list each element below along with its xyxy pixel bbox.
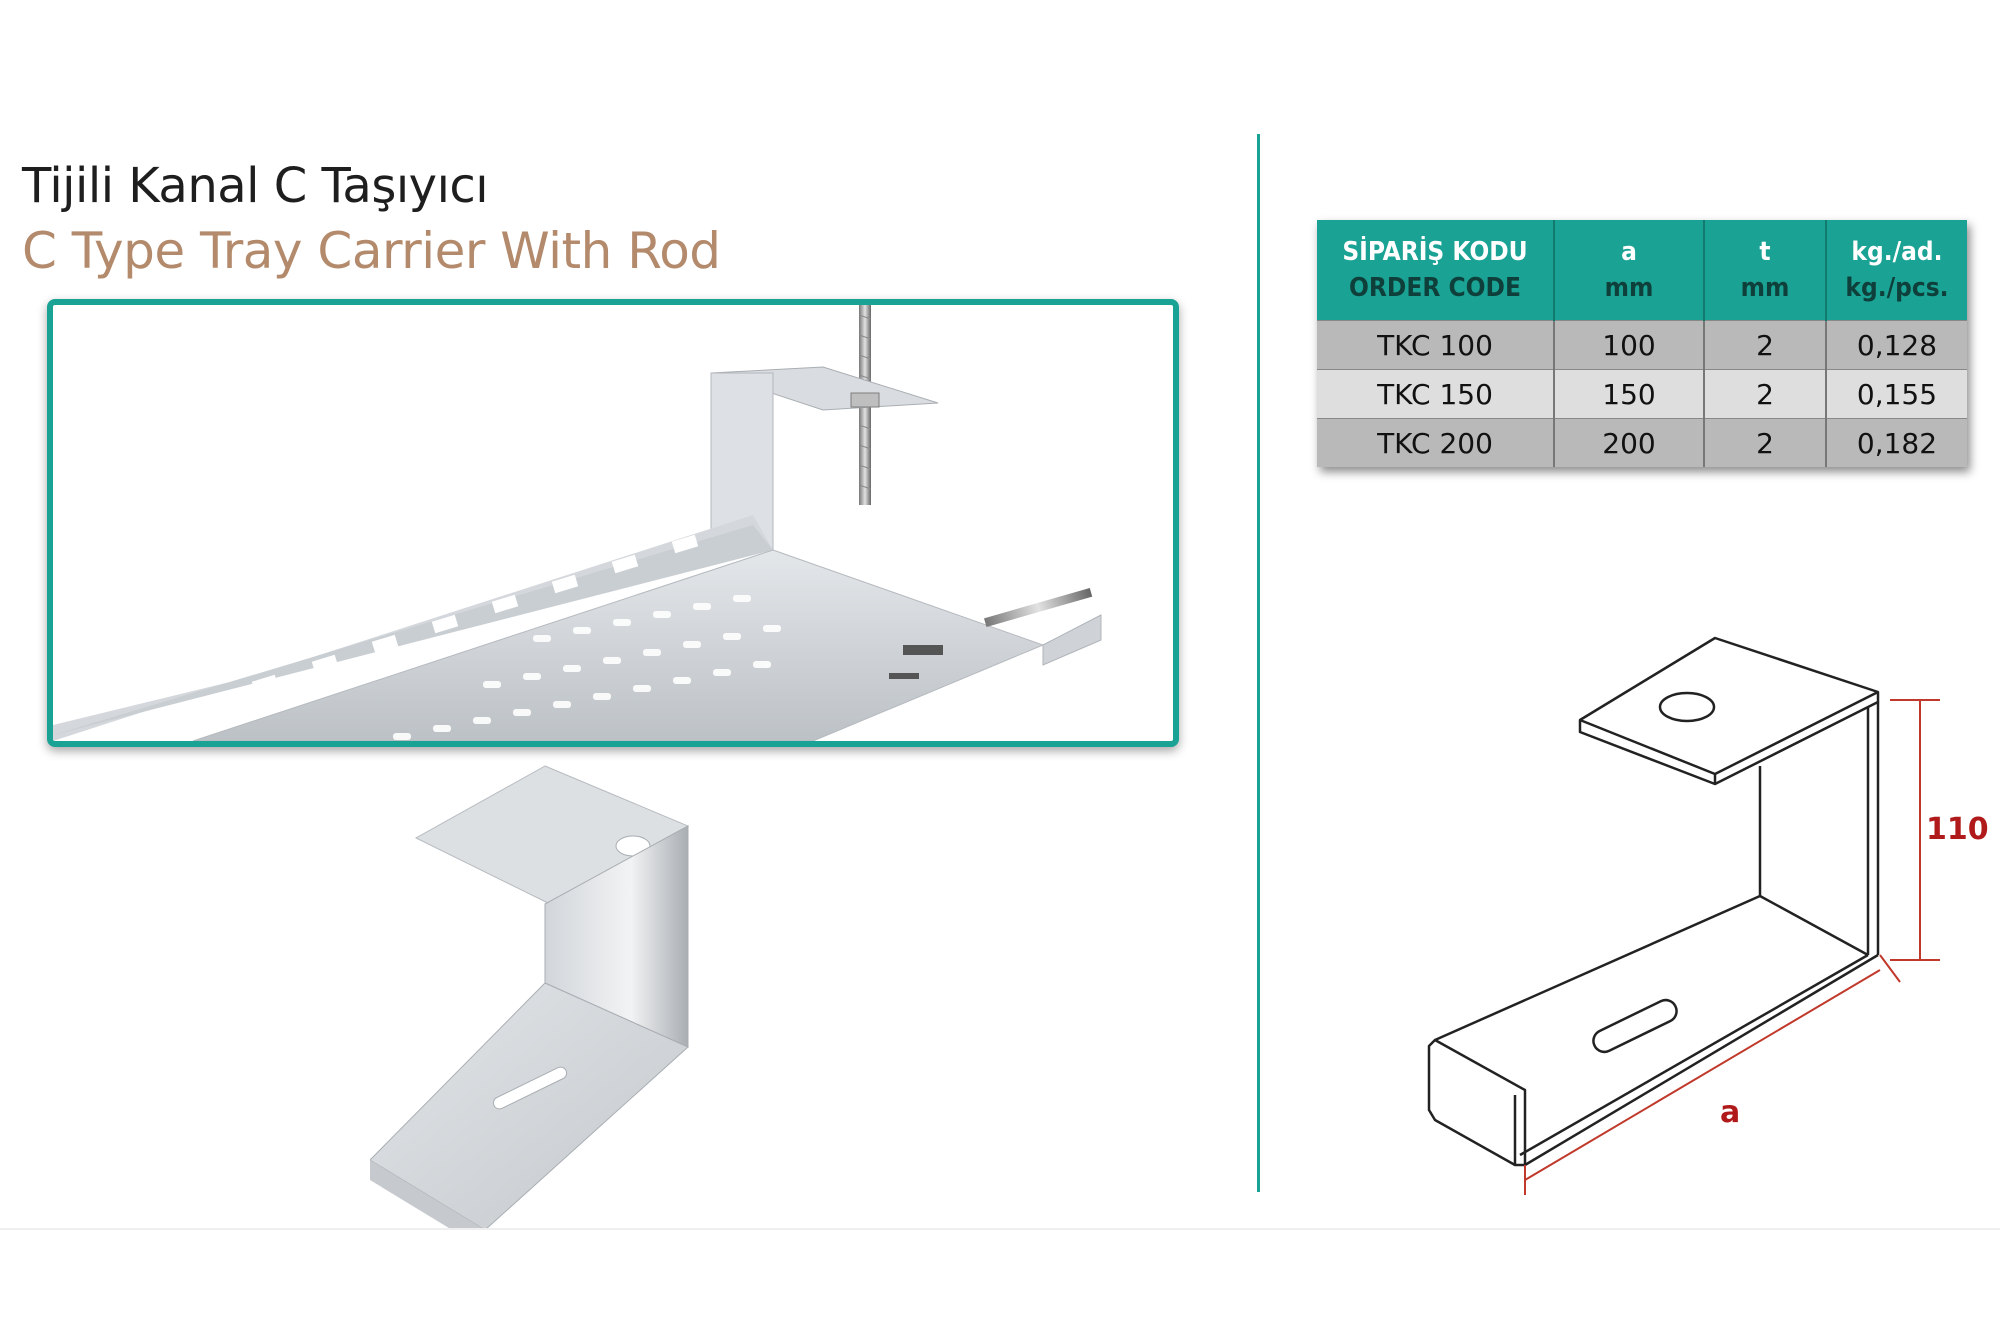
cell-order-code: TKC 200 [1317, 418, 1555, 467]
table-row: TKC 100 100 2 0,128 [1317, 320, 1967, 370]
column-header-a: a mm [1554, 220, 1705, 321]
column-header-t: t mm [1704, 220, 1827, 321]
cell-t: 2 [1704, 369, 1827, 419]
table-row: TKC 150 150 2 0,155 [1317, 369, 1967, 419]
page-title-turkish: Tijili Kanal C Taşıyıcı [22, 158, 489, 214]
table-header-row: SİPARİŞ KODU ORDER CODE a mm t mm kg./ad… [1317, 220, 1967, 321]
spec-table: SİPARİŞ KODU ORDER CODE a mm t mm kg./ad… [1317, 220, 1967, 467]
cell-weight: 0,128 [1826, 320, 1967, 370]
section-divider [1257, 134, 1260, 1192]
cell-weight: 0,182 [1826, 418, 1967, 467]
page-title-english: C Type Tray Carrier With Rod [22, 222, 721, 280]
cell-a: 100 [1554, 320, 1705, 370]
table-row: TKC 200 200 2 0,182 [1317, 418, 1967, 467]
column-header-order-code: SİPARİŞ KODU ORDER CODE [1317, 220, 1555, 321]
dimension-length-label: a [1720, 1095, 1741, 1130]
technical-drawing [1427, 636, 1940, 1195]
footer-divider [0, 1228, 2000, 1230]
cell-order-code: TKC 100 [1317, 320, 1555, 370]
installed-product-photo [47, 299, 1179, 747]
cell-a: 200 [1554, 418, 1705, 467]
cell-a: 150 [1554, 369, 1705, 419]
cell-t: 2 [1704, 320, 1827, 370]
cell-t: 2 [1704, 418, 1827, 467]
column-header-weight: kg./ad. kg./pcs. [1826, 220, 1967, 321]
dimension-height-label: 110 [1926, 812, 1989, 847]
cell-order-code: TKC 150 [1317, 369, 1555, 419]
c-carrier-product-render [370, 765, 690, 1230]
cell-weight: 0,155 [1826, 369, 1967, 419]
tray-carrier-illustration [53, 305, 1102, 741]
